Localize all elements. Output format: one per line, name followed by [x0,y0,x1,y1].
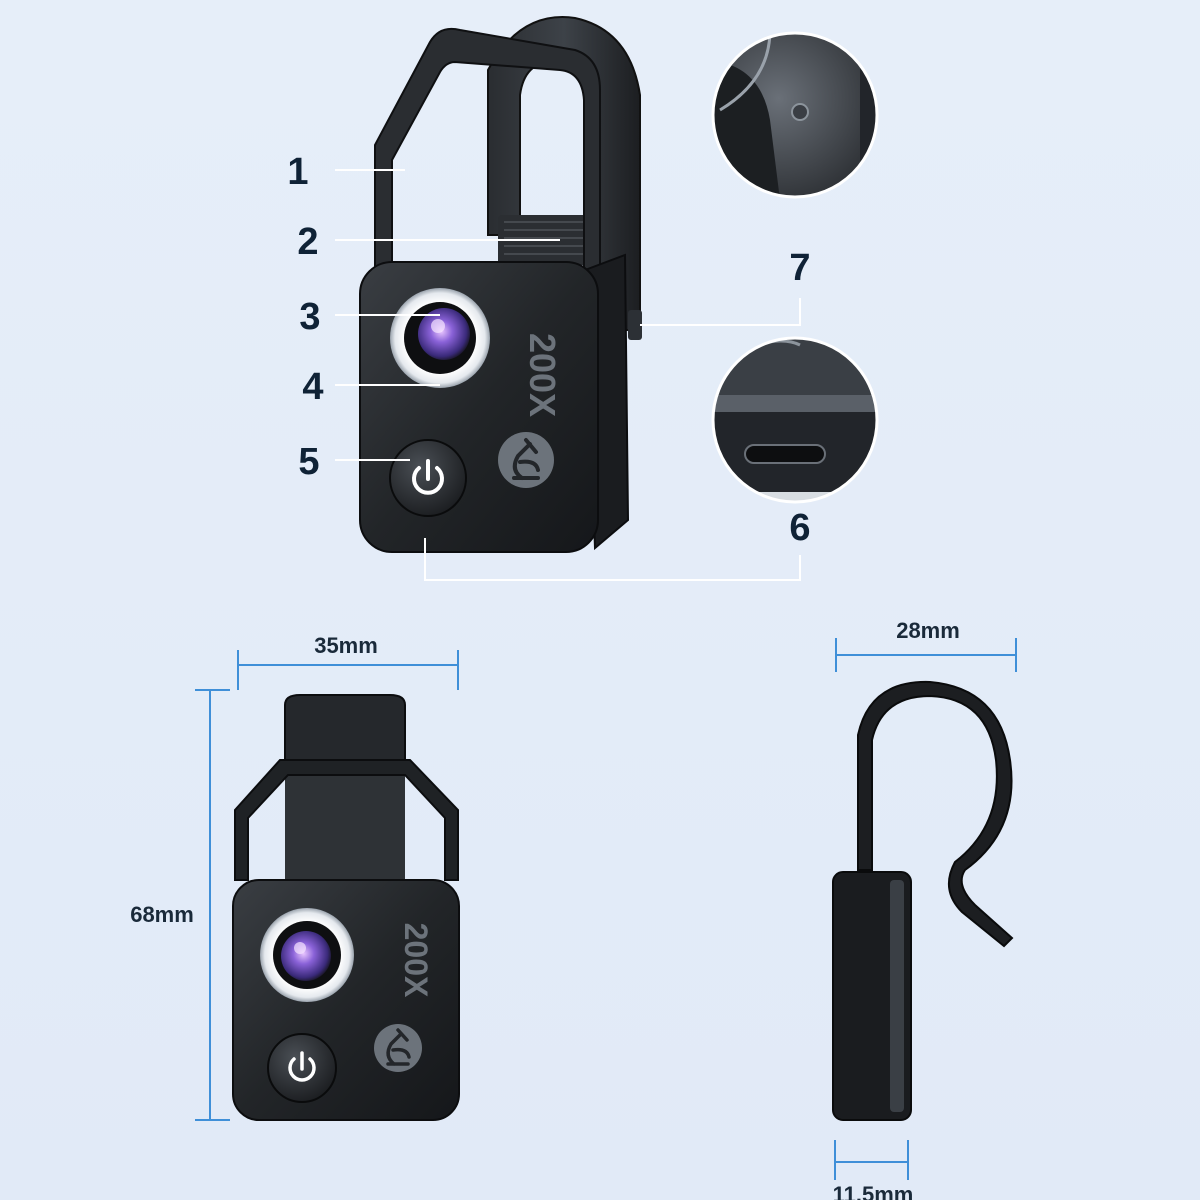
power-icon [412,459,444,495]
callout-lines [335,169,801,581]
callout-4: 4 [302,366,323,408]
dimension-thickness [834,1140,909,1180]
microscope-icon [498,432,554,488]
side-view-device [832,680,1014,1121]
front-power-icon [288,1051,316,1082]
front-microscope-icon [374,1024,422,1072]
callout-7: 7 [789,247,810,289]
front-clip-strap [284,694,406,761]
thickness-label: 11.5mm [833,1182,914,1200]
magnification-label: 200X [522,333,563,417]
side-clip-hook [857,680,1014,948]
front-magnification-label: 200X [398,923,434,998]
clip-frame [374,27,601,281]
front-power-button[interactable] [267,1033,337,1103]
dimension-width [237,650,459,690]
callout-3: 3 [299,296,320,338]
top-device: 200X [359,16,642,553]
front-device-body [232,879,460,1121]
zoom-detail-indicator [711,31,879,199]
height-label: 68mm [130,902,194,927]
front-lens [281,931,331,981]
side-button [628,310,642,340]
callout-6: 6 [789,507,810,549]
callout-5: 5 [298,441,319,483]
width-label: 35mm [314,633,378,658]
front-clip-frame [234,759,459,881]
indicator-pinhole-icon [791,103,809,121]
front-view-device: 200X [232,694,460,1121]
callout-2: 2 [297,221,318,263]
lens [418,308,470,360]
zoom-detail-usb [711,336,879,504]
usb-c-port-icon [744,444,826,464]
dimension-height [195,689,230,1121]
callout-1: 1 [287,151,308,193]
power-button[interactable] [389,439,467,517]
clip-depth-label: 28mm [896,618,960,643]
dimension-clip-depth [835,638,1017,672]
